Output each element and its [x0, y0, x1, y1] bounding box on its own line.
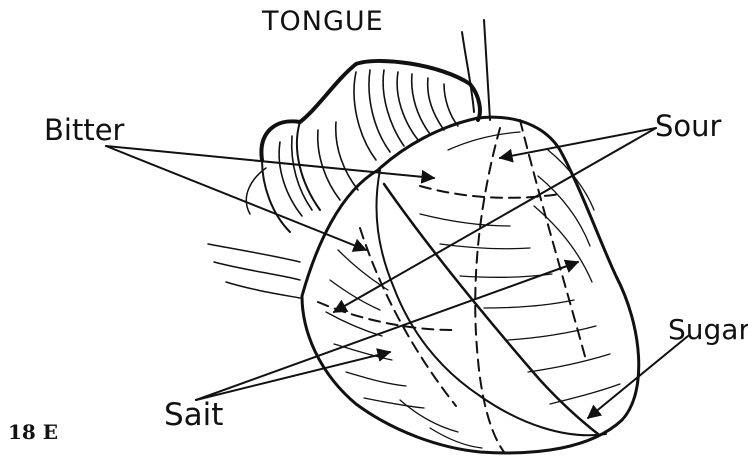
tongue-left-wisps [208, 244, 300, 298]
diagram-title: TONGUE [262, 8, 384, 35]
bitter-arrow-2 [106, 146, 366, 250]
label-sugar: Sugar [668, 316, 748, 344]
bitter-arrows [106, 146, 434, 250]
sour-arrow-1 [500, 128, 656, 158]
tongue-throat [462, 20, 490, 120]
sour-arrow-2 [334, 128, 656, 312]
label-salt: Sait [164, 400, 223, 431]
label-bitter: Bitter [44, 116, 124, 145]
figure-id: 18 E [8, 422, 58, 442]
bitter-arrow-1 [106, 146, 434, 178]
tongue-back-folds [246, 61, 480, 232]
label-sour: Sour [655, 112, 721, 141]
sour-arrows [334, 128, 656, 312]
